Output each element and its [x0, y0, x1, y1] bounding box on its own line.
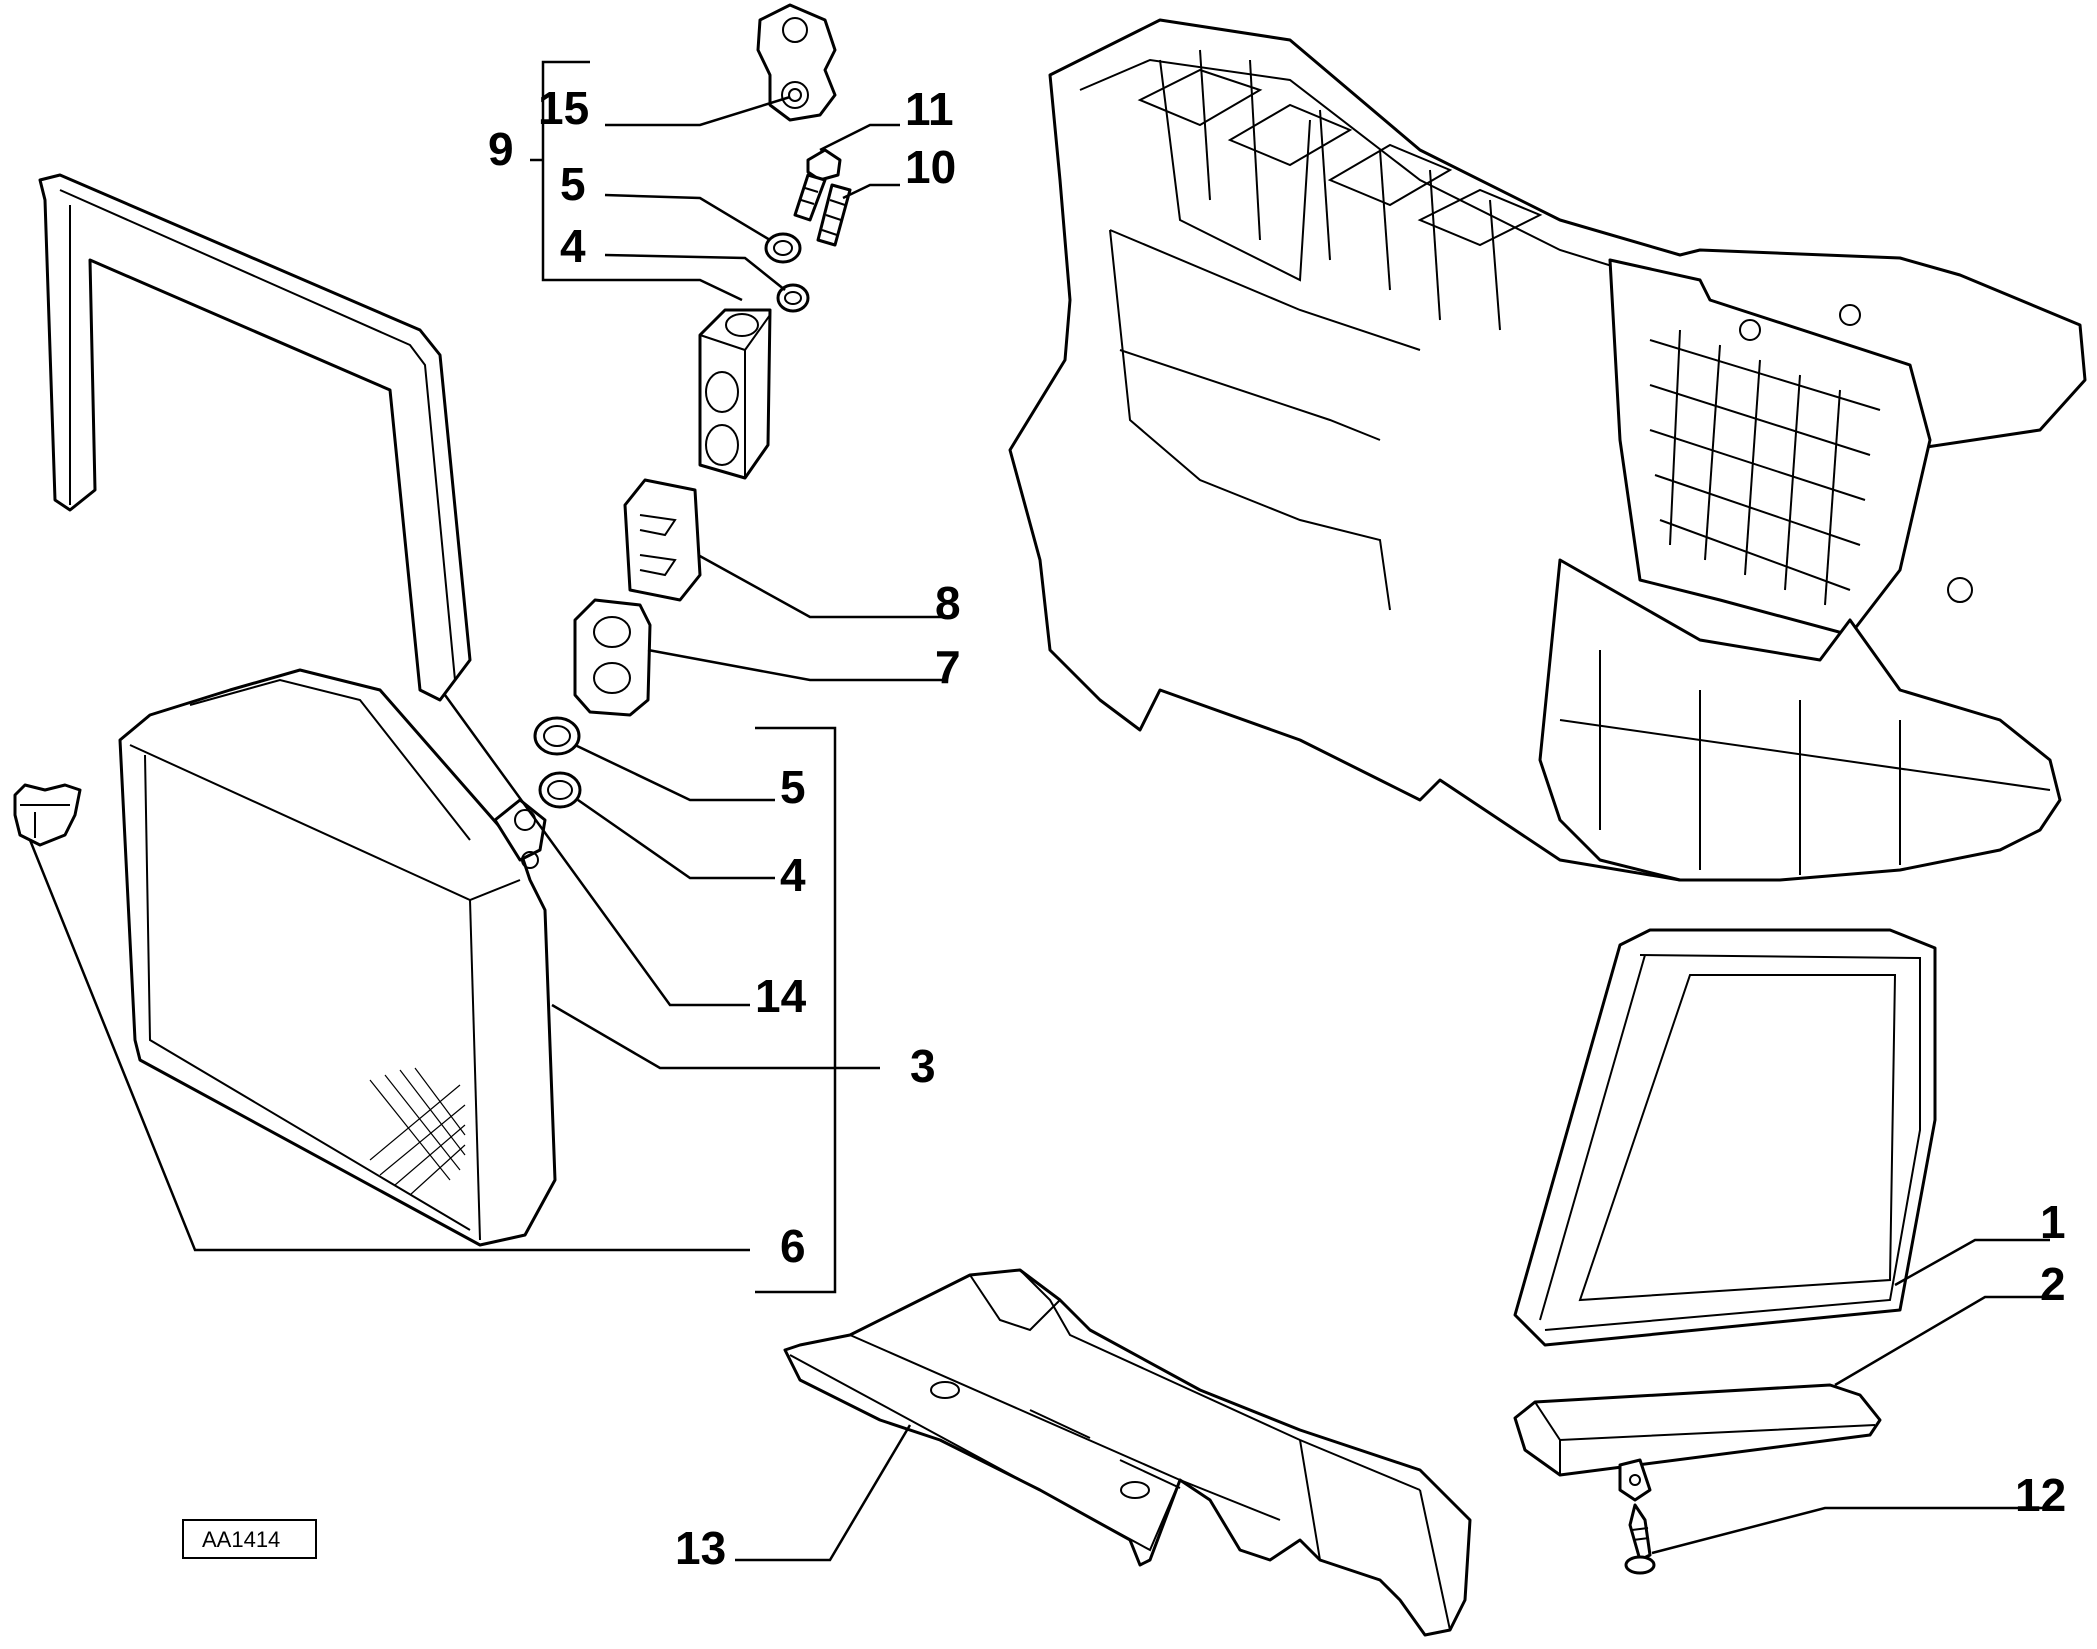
callout-10: 10: [905, 141, 956, 193]
callout-8: 8: [935, 577, 961, 629]
clip-part: [13, 783, 82, 847]
bolt-part: [793, 148, 842, 222]
screw-part: [1624, 1503, 1656, 1575]
hvac-housing-assembly: [1008, 18, 2087, 882]
callout-6: 6: [780, 1220, 806, 1272]
drawing-code-box: AA1414: [182, 1519, 317, 1559]
o-ring-upper-5: [764, 232, 802, 264]
cabin-filter-part: [1513, 928, 1937, 1347]
stud-part: [816, 183, 852, 247]
callout-13: 13: [675, 1522, 726, 1574]
o-ring-upper-4: [776, 283, 810, 313]
callout-11: 11: [905, 83, 954, 135]
filter-cover-part: [1513, 1383, 1882, 1502]
leader-lines: [28, 60, 2050, 1562]
frame-gasket-part: [38, 173, 472, 702]
connector-part: [756, 3, 837, 122]
core-mesh-hatch: [369, 1067, 466, 1196]
callout-labels: 15 11 10 9 5 4 8 7 5 4 14 3 6 1 2 12 13: [488, 82, 2066, 1574]
air-duct-shield-part: [783, 1268, 1472, 1637]
o-ring-lower-5: [533, 716, 581, 756]
air-inlet-grille: [1649, 329, 1881, 606]
expansion-valve-block: [698, 308, 772, 480]
callout-4-lower: 4: [780, 849, 806, 901]
callout-14: 14: [755, 970, 807, 1022]
callout-1: 1: [2040, 1196, 2066, 1248]
o-ring-lower-4: [538, 771, 582, 809]
callout-3: 3: [910, 1040, 936, 1092]
callout-12: 12: [2015, 1469, 2066, 1521]
retaining-plate-part: [623, 478, 702, 602]
callout-7: 7: [935, 641, 961, 693]
callout-4-upper: 4: [560, 220, 586, 272]
drawing-code: AA1414: [202, 1527, 280, 1552]
callout-5-upper: 5: [560, 158, 586, 210]
callout-9: 9: [488, 123, 514, 175]
callout-15: 15: [538, 82, 589, 134]
callout-2: 2: [2040, 1258, 2066, 1310]
callout-5-lower: 5: [780, 761, 806, 813]
double-gasket-part: [573, 598, 652, 717]
